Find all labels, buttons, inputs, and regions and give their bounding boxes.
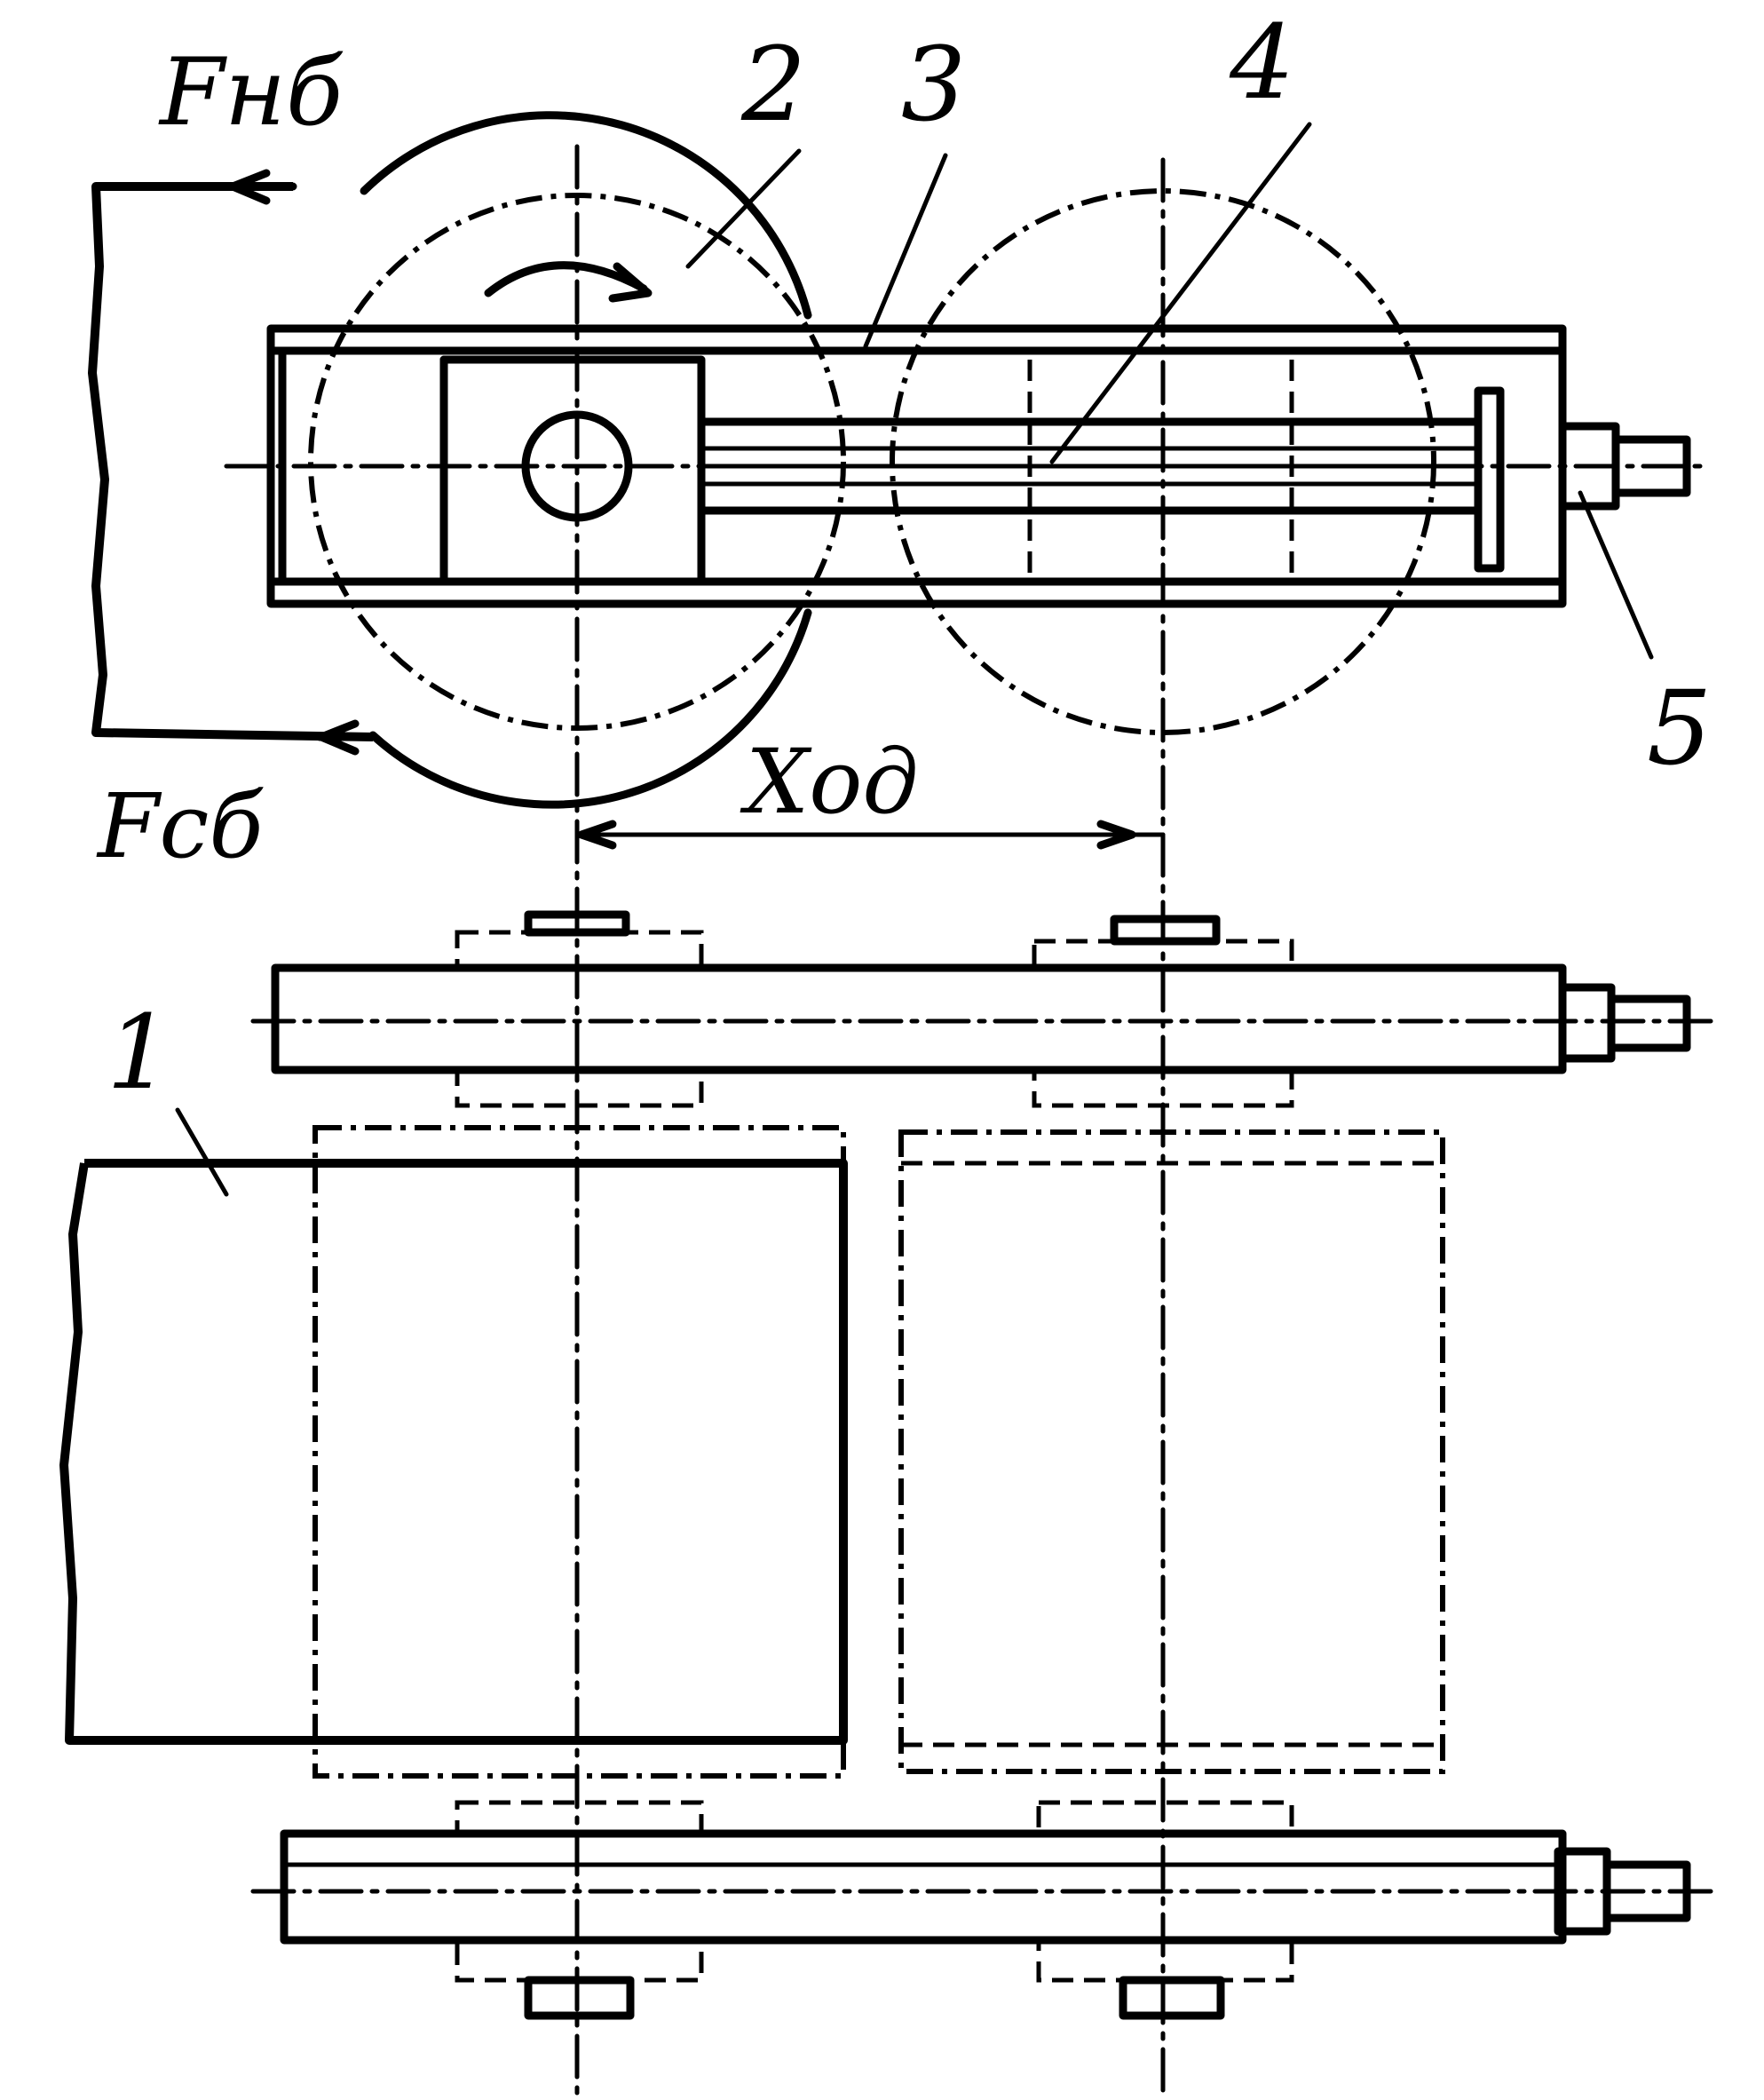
stroke-arrow-right — [1096, 820, 1136, 850]
top-view — [88, 111, 1707, 2098]
upper-bearing-right-top — [1110, 915, 1221, 946]
label-part-3: 3 — [901, 26, 966, 145]
rotation-arrow-head — [608, 262, 653, 303]
lower-bearing-left — [455, 1938, 704, 1983]
stroke-arrow-left — [577, 820, 617, 850]
arrow-slack-side — [315, 719, 377, 756]
rotation-arrow — [484, 261, 648, 297]
label-part-1: 1 — [107, 994, 171, 1113]
leader-2 — [685, 148, 802, 269]
slider-block — [439, 355, 706, 586]
leader-5 — [1578, 490, 1654, 660]
pulley-shifted-position — [890, 188, 1436, 735]
belt-front-view — [59, 1159, 848, 1745]
belt-top-view — [88, 182, 374, 741]
leader-1 — [175, 1107, 229, 1197]
pulley-2-rim-front — [312, 1125, 846, 1779]
arrow-tight-side — [228, 169, 297, 205]
lower-bearing-right-bottom — [1119, 1976, 1225, 2020]
lower-bolt — [1602, 1860, 1691, 1922]
lower-bearing-left-bottom — [524, 1976, 635, 2020]
label-part-2: 2 — [740, 26, 806, 145]
lower-bearing-left-top — [455, 1800, 704, 1836]
front-view — [59, 910, 1716, 2020]
label-force-tight-side: Fнб — [158, 38, 344, 147]
label-part-4: 4 — [1229, 4, 1294, 123]
upper-bearing-right-bottom — [1032, 1067, 1294, 1108]
pulley-2-lower-arc — [368, 608, 812, 809]
label-force-slack-side: Fсб — [96, 774, 264, 878]
label-stroke: Ход — [740, 730, 919, 834]
upper-bearing-left-bottom — [455, 1067, 704, 1108]
lower-shaft-frame — [280, 1829, 1567, 1945]
leader-4 — [1049, 122, 1312, 464]
upper-bearing-left — [455, 930, 704, 971]
pulley-shifted-rim-front — [898, 1129, 1445, 1774]
pulley-2-outline — [360, 111, 812, 320]
lower-bearing-right-top — [1036, 1800, 1294, 1836]
leader-3 — [863, 153, 948, 349]
label-part-5: 5 — [1647, 670, 1712, 788]
upper-bolt — [1607, 995, 1691, 1052]
upper-bearing-left-top — [524, 910, 630, 937]
